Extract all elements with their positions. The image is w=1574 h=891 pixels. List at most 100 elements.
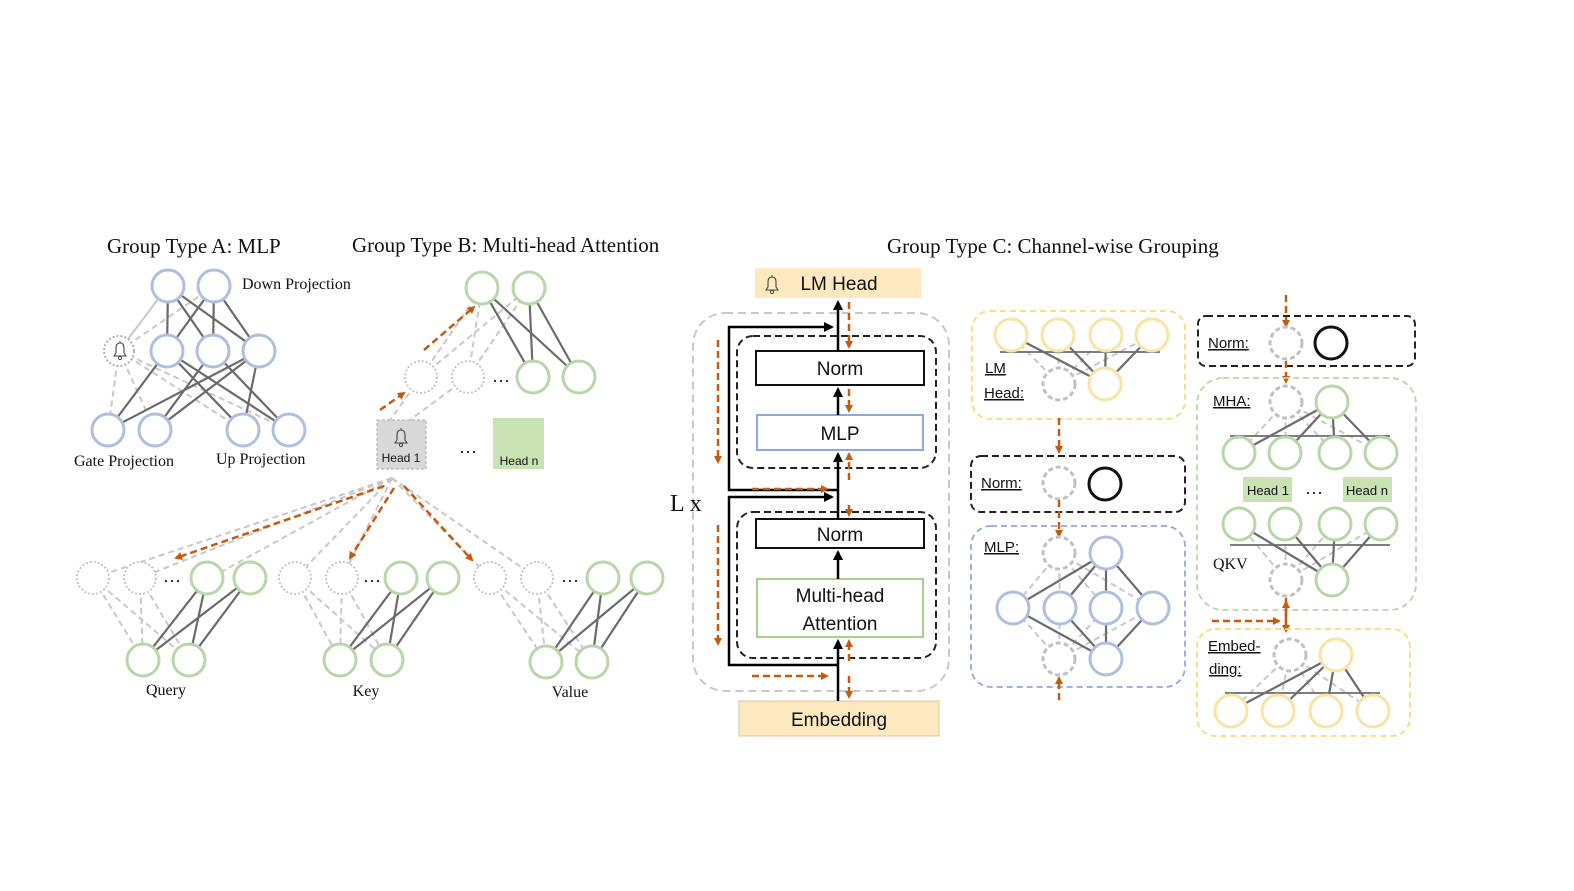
- norm-bottom-box: [755, 518, 925, 549]
- head-1-box-c: [1243, 477, 1292, 502]
- embed-node: [1308, 693, 1344, 729]
- key-node: [322, 642, 358, 678]
- mha-node: [1314, 562, 1350, 598]
- head-1-label: Head 1: [382, 451, 421, 465]
- mlp-node: [1088, 641, 1124, 677]
- mha-node: [1317, 506, 1353, 542]
- key-node: [369, 642, 405, 678]
- mlp-label: MLP: [820, 424, 859, 445]
- ellipsis: …: [492, 366, 510, 386]
- pruned-node: [1268, 384, 1304, 420]
- head-n-box-c: [1343, 477, 1392, 502]
- ellipsis: …: [561, 566, 579, 586]
- mha-node: [1317, 435, 1353, 471]
- embed-node: [1318, 637, 1354, 673]
- transformer-block: LM Head Norm MLP Norm Multi-head Attenti…: [670, 268, 950, 737]
- pruned-node: [123, 561, 157, 595]
- value-node: [574, 644, 610, 680]
- gate-projection-label: Gate Projection: [74, 453, 174, 470]
- lm-head-group: [971, 310, 1186, 420]
- mlp-box: [756, 414, 924, 451]
- head-1-label-c: Head 1: [1247, 483, 1289, 498]
- mlp-node: [1088, 535, 1124, 571]
- pruned-node: [1268, 325, 1304, 361]
- mha-group: [1196, 377, 1417, 611]
- hidden-node: [195, 333, 231, 369]
- pruned-node: [1268, 562, 1304, 598]
- panel-a-mlp: Group Type A: MLP Down Projection: [74, 234, 351, 470]
- up-node: [271, 412, 307, 448]
- mha-node: [1267, 435, 1303, 471]
- ellipsis: …: [1305, 478, 1323, 498]
- embedding-label-1: Embed-: [1208, 638, 1261, 655]
- lm-node: [993, 317, 1029, 353]
- lm-node: [1040, 317, 1076, 353]
- ellipsis: …: [163, 566, 181, 586]
- mlp-label-c: MLP:: [984, 539, 1019, 556]
- mlp-sublayer-box: [736, 335, 937, 469]
- mha-node: [1221, 435, 1257, 471]
- mha-label-line2: Attention: [803, 614, 878, 635]
- head-n-label-c: Head n: [1346, 483, 1388, 498]
- down-node: [196, 268, 232, 304]
- lm-head-label-1: LM: [985, 360, 1006, 377]
- output-node: [511, 270, 547, 306]
- mlp-node: [1042, 590, 1078, 626]
- mha-node: [1267, 506, 1303, 542]
- pruned-node: [404, 360, 438, 394]
- query-head-node: [232, 560, 268, 596]
- gate-node: [137, 412, 173, 448]
- lm-head-box: [755, 268, 921, 298]
- key-head-node: [383, 560, 419, 596]
- mha-box: [756, 578, 924, 638]
- value-label: Value: [552, 684, 588, 701]
- norm-label-right: Norm:: [1208, 335, 1249, 352]
- mha-label-c: MHA:: [1213, 393, 1251, 410]
- embed-node: [1355, 693, 1391, 729]
- query-head-node: [189, 560, 225, 596]
- head-node: [515, 359, 551, 395]
- lm-node: [1088, 317, 1124, 353]
- norm-label: Norm:: [981, 475, 1022, 492]
- lm-node: [1087, 366, 1123, 402]
- qkv-label: QKV: [1213, 556, 1248, 573]
- attention-sublayer-box: [736, 511, 937, 659]
- key-head-node: [425, 560, 461, 596]
- up-node: [225, 412, 261, 448]
- value-head-node: [585, 560, 621, 596]
- panel-c-title: Group Type C: Channel-wise Grouping: [887, 234, 1219, 258]
- mlp-node: [995, 590, 1031, 626]
- panel-a-title: Group Type A: MLP: [107, 234, 281, 258]
- mha-node: [1314, 384, 1350, 420]
- pruned-node: [103, 335, 135, 367]
- gate-node: [90, 412, 126, 448]
- embedding-label-2: ding:: [1209, 661, 1242, 678]
- value-head-node: [629, 560, 665, 596]
- head-n-box: [493, 418, 544, 469]
- pruned-node: [1041, 465, 1077, 501]
- embed-node: [1213, 693, 1249, 729]
- embed-node: [1260, 693, 1296, 729]
- pruned-node: [1041, 641, 1077, 677]
- layer-outer-box: [692, 312, 950, 692]
- pruned-node: [1272, 637, 1308, 673]
- embedding-label: Embedding: [791, 710, 887, 731]
- hidden-node: [149, 333, 185, 369]
- pruned-node: [325, 561, 359, 595]
- mlp-group: [970, 525, 1186, 688]
- key-label: Key: [353, 683, 380, 700]
- up-projection-label: Up Projection: [216, 451, 305, 468]
- query-node: [125, 642, 161, 678]
- pruned-node: [520, 561, 554, 595]
- pruned-node: [451, 360, 485, 394]
- pruned-node: [1041, 366, 1077, 402]
- embedding-box: [738, 700, 940, 737]
- lm-head-label: LM Head: [800, 274, 877, 295]
- repeat-label: L x: [670, 491, 702, 517]
- norm-top-box: [755, 350, 925, 386]
- ellipsis: …: [363, 566, 381, 586]
- embedding-group: [1196, 628, 1411, 737]
- lm-node: [1134, 317, 1170, 353]
- pruned-node: [473, 561, 507, 595]
